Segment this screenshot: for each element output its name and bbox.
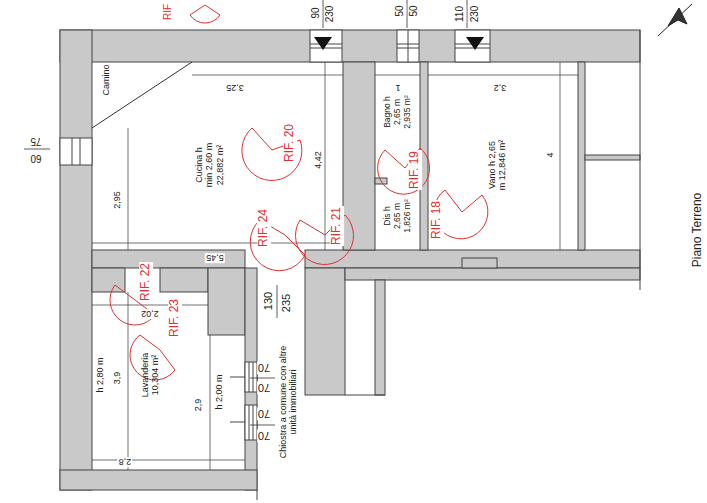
plan-annotation: 60 (29, 152, 42, 164)
dimension-lines (92, 62, 578, 470)
plan-annotation: 70 (257, 408, 271, 421)
building-outline (257, 30, 640, 500)
plan-annotation: 5,45 (205, 253, 225, 263)
plan-annotation: 50 (394, 4, 406, 17)
room: Cucina h min 2,60 m 22,882 m² (92, 62, 343, 250)
photo-reference: RIF. 23 (168, 298, 182, 338)
plan-annotation: 1 (394, 83, 401, 93)
plan-annotation: 90 (310, 6, 322, 19)
plan-annotation: 3,9 (112, 371, 122, 386)
plan-annotation: Camino (101, 63, 111, 96)
plan-annotation: 3,2 (493, 83, 508, 93)
plan-annotation: 130 (262, 291, 275, 311)
plan-annotation: 230 (324, 5, 336, 24)
plan-annotation: 70 (257, 362, 271, 375)
photo-reference: RIF (162, 3, 174, 21)
plan-annotation: 4,42 (313, 150, 323, 170)
photo-view-cones (110, 5, 488, 380)
plan-annotation: 2,8 (118, 457, 133, 467)
photo-reference: RIF. 20 (283, 123, 297, 163)
room-label: Vano h 2,65 m 12,846 m² (487, 137, 508, 193)
plan-annotation: Chiostra a comune con altre unità immobi… (278, 341, 299, 463)
room-label: h 2,00 m (214, 374, 224, 409)
room-label: Bagno h 2,65 m 2,935 m² (383, 93, 412, 131)
north-arrow (658, 4, 692, 36)
plan-annotation: 230 (469, 5, 481, 24)
window-dimension-ticks (24, 0, 467, 425)
plan-annotation: 2,02 (140, 309, 160, 319)
windows (60, 30, 490, 440)
photo-reference: RIF. 19 (408, 150, 422, 190)
photo-reference: RIF. 21 (330, 206, 344, 246)
plan-annotation: 2,95 (112, 190, 122, 210)
plan-annotation: 4 (545, 151, 555, 158)
room-label: h 2,80 m (95, 357, 105, 392)
plan-annotation: 3,25 (225, 83, 245, 93)
plan-annotation: 70 (257, 430, 271, 443)
plan-annotation: 235 (280, 293, 293, 313)
walls (60, 30, 640, 490)
room-label: Cucina h min 2,60 m 22,882 m² (194, 140, 225, 190)
photo-reference: RIF. 18 (430, 200, 444, 240)
plan-annotation: 50 (408, 4, 420, 17)
room: Dis h 2,65 m 1,826 m² (375, 184, 420, 250)
room-label: Dis h 2,65 m 1,826 m² (383, 197, 412, 235)
photo-reference: RIF. 24 (257, 208, 271, 248)
fireplace (92, 62, 192, 128)
room-label: Lavanderia 10,304 m² (140, 347, 161, 403)
photo-reference: RIF. 22 (139, 262, 153, 302)
plan-annotation: 110 (454, 5, 466, 23)
plan-annotation: Piano Terreno (691, 192, 705, 269)
plan-annotation: 2,9 (193, 398, 203, 413)
plan-annotation: 75 (29, 135, 42, 147)
door-markers (314, 37, 484, 50)
plan-annotation: 70 (257, 382, 271, 395)
